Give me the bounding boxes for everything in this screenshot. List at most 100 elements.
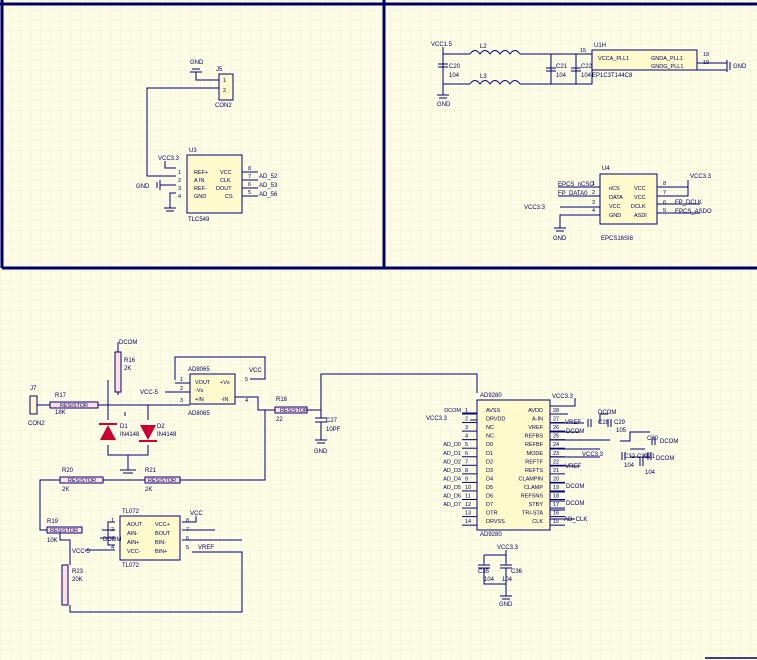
- j7-connector[interactable]: J7 CON2: [28, 386, 45, 427]
- capacitor-c35[interactable]: C35 104: [478, 564, 495, 583]
- ad8065-num-5: 5: [245, 377, 248, 383]
- ad9280-num-right-8: 21: [553, 468, 559, 474]
- d2-ref: D2: [157, 424, 165, 430]
- resistor-r17[interactable]: RESISTOR R17 18K: [49, 393, 99, 416]
- u-tl072[interactable]: TL072 TL072 AOUT AIN- AIN+ VCC- VCC+ BOU…: [111, 509, 189, 569]
- ad8065-part: AD8065: [188, 411, 210, 417]
- u3-pin-ain: A IN: [194, 178, 204, 184]
- u4-num-3: 3: [592, 200, 595, 206]
- u-ad8065[interactable]: AD8065 AD8065 VOUT -Vs +IN +Vs -IN 1 2 3…: [180, 367, 248, 417]
- ad9280-pin-left-5: D0: [486, 442, 493, 448]
- u3-pin-refn: REF-: [194, 186, 207, 192]
- c33-ref: C33: [637, 454, 649, 460]
- capacitor-c36[interactable]: C36 104: [500, 564, 523, 583]
- u4-net-data0: FP_DATA0: [558, 191, 588, 197]
- ad9280-num-right-3: 26: [553, 425, 559, 431]
- resistor-r16[interactable]: R16 2K DCOM: [114, 340, 137, 393]
- ad9280-clk-net: AD_CLK: [564, 517, 587, 523]
- capacitor-c20[interactable]: C20 104: [438, 63, 461, 79]
- r19-body: RESISTOR: [50, 528, 78, 534]
- ad9280-num-left-4: 4: [465, 434, 468, 440]
- j5-pin-1: 1: [223, 78, 226, 84]
- tl072-vccn-label: VCC-5: [72, 549, 91, 555]
- j5-connector[interactable]: 1 2 J5 CON2: [215, 67, 234, 109]
- ad9280-num-right-10: 19: [553, 485, 559, 491]
- ad9280-pin-right-9: CLAMPIN: [519, 476, 543, 482]
- r23-ref: R23: [72, 569, 84, 575]
- resistor-r20[interactable]: RESISTOR R20 2K: [59, 468, 104, 493]
- ad9280-vcc-label: VCC3.3: [552, 394, 574, 400]
- r20-ref: R20: [62, 468, 74, 474]
- tl072-num-4: 4: [111, 545, 114, 551]
- tl072-num-7: 7: [186, 527, 189, 533]
- ad8065-vcc-label: VCC: [249, 368, 262, 374]
- capacitor-c31[interactable]: C31 DCOM: [644, 452, 674, 462]
- inductor-l2[interactable]: L2: [469, 44, 521, 55]
- u3-num-6: 6: [248, 182, 251, 188]
- u1h-pin-vcca: VCCA_PLL1: [598, 56, 629, 62]
- ad8065-pin-vsn: -Vs: [195, 388, 204, 394]
- ad8065-num-2: 2: [180, 386, 183, 392]
- c20-ref: C20: [449, 64, 461, 70]
- u4-epcs16[interactable]: U4 EPCS16SI8 nCS DATA VCC GND VCC VCC DC…: [592, 166, 666, 242]
- ad9280-num-right-12: 17: [553, 502, 559, 508]
- ad8065-pin-vsp: +Vs: [220, 380, 230, 386]
- tl072-pin-vccp: VCC+: [155, 522, 170, 528]
- u3-num-2: 2: [178, 178, 181, 184]
- ad9280-num-left-6: 6: [465, 451, 468, 457]
- c29-ref: C29: [614, 420, 626, 426]
- u-ad9280[interactable]: AD9280 AD9280: [476, 393, 551, 538]
- ad9280-net-left-11: AD_D6: [443, 494, 461, 500]
- diode-d1[interactable]: D1 IN4148: [99, 423, 140, 440]
- c27-gnd-label: GND: [314, 449, 328, 455]
- u3-tlc549[interactable]: U3 TLC549 REF+ A IN REF- GND VCC CLK DOU…: [178, 148, 278, 223]
- ad9280-pin-left-14: DRVSS: [486, 519, 505, 525]
- capacitor-c32[interactable]: C32 104: [621, 452, 636, 469]
- resistor-r19[interactable]: RESISTOR R19 10K: [46, 519, 83, 544]
- u4-pin-ncs: nCS: [609, 186, 620, 192]
- r16-val: 2K: [124, 366, 131, 372]
- r19-ref: R19: [47, 519, 59, 525]
- ad9280-net-left-5: AD_D0: [443, 442, 461, 448]
- c29-val: 105: [616, 428, 627, 434]
- u4-pin-asdi: ASDI: [634, 213, 647, 219]
- u1h-fpga-pll[interactable]: U1H EP1C3T144C8 VCCA_PLL1 GNDA_PLL1 GNDG…: [580, 43, 709, 79]
- j7-ref: J7: [30, 386, 37, 392]
- u4-num-6: 6: [663, 200, 666, 206]
- ad9280-num-left-11: 11: [465, 494, 471, 500]
- tl072-vcc-label: VCC: [190, 511, 203, 517]
- ad8065-num-1: 1: [180, 377, 183, 383]
- diode-d2[interactable]: D2 IN4148: [139, 424, 177, 442]
- u3-gnd-label: GND: [136, 184, 150, 190]
- resistor-r18[interactable]: RESISTOR R18 22: [274, 397, 308, 423]
- resistor-r21[interactable]: RESISTOR R21 2K: [144, 468, 181, 493]
- gnd-symbol-bottom: GND: [499, 595, 513, 608]
- c22-val: 104: [581, 73, 592, 79]
- inductor-l3[interactable]: L3: [469, 74, 521, 85]
- ad9280-pin-right-10: CLAMP: [524, 485, 543, 491]
- capacitor-c21[interactable]: C21 104: [546, 64, 568, 79]
- capacitor-c29[interactable]: C29 105 DCOM: [598, 410, 627, 434]
- ad9280-num-left-3: 3: [465, 425, 468, 431]
- tl072-dcom-label: DCOM: [103, 537, 121, 543]
- ad9280-pin-right-7: REFTF: [525, 459, 543, 465]
- j7-part: CON2: [28, 421, 45, 427]
- capacitor-c30[interactable]: C30 DCOM: [647, 436, 678, 445]
- c32-val: 104: [624, 463, 635, 469]
- capacitor-c27[interactable]: C27 10PF: [315, 417, 341, 440]
- u3-pin-dout: DOUT: [216, 186, 232, 192]
- capacitor-c28[interactable]: C28: [587, 419, 610, 427]
- u4-pin-gnd: GND: [609, 213, 621, 219]
- resistor-r23[interactable]: R23 20K: [61, 564, 84, 606]
- r16-ref: R16: [124, 358, 136, 364]
- ad9280-net-left-7: AD_D2: [443, 459, 461, 465]
- tl072-pin-aout: AOUT: [127, 522, 143, 528]
- u4-net-asdo: EPCS_ASDO: [675, 209, 712, 215]
- u1h-gnd-label: GND: [733, 64, 747, 70]
- capacitor-c22[interactable]: C22 104: [571, 64, 593, 79]
- u3-net-ad53: AD_53: [259, 183, 278, 189]
- ad9280-part: AD9280: [480, 532, 502, 538]
- ad9280-pin-left-7: D2: [486, 459, 493, 465]
- capacitor-c33[interactable]: C33 104: [637, 454, 656, 476]
